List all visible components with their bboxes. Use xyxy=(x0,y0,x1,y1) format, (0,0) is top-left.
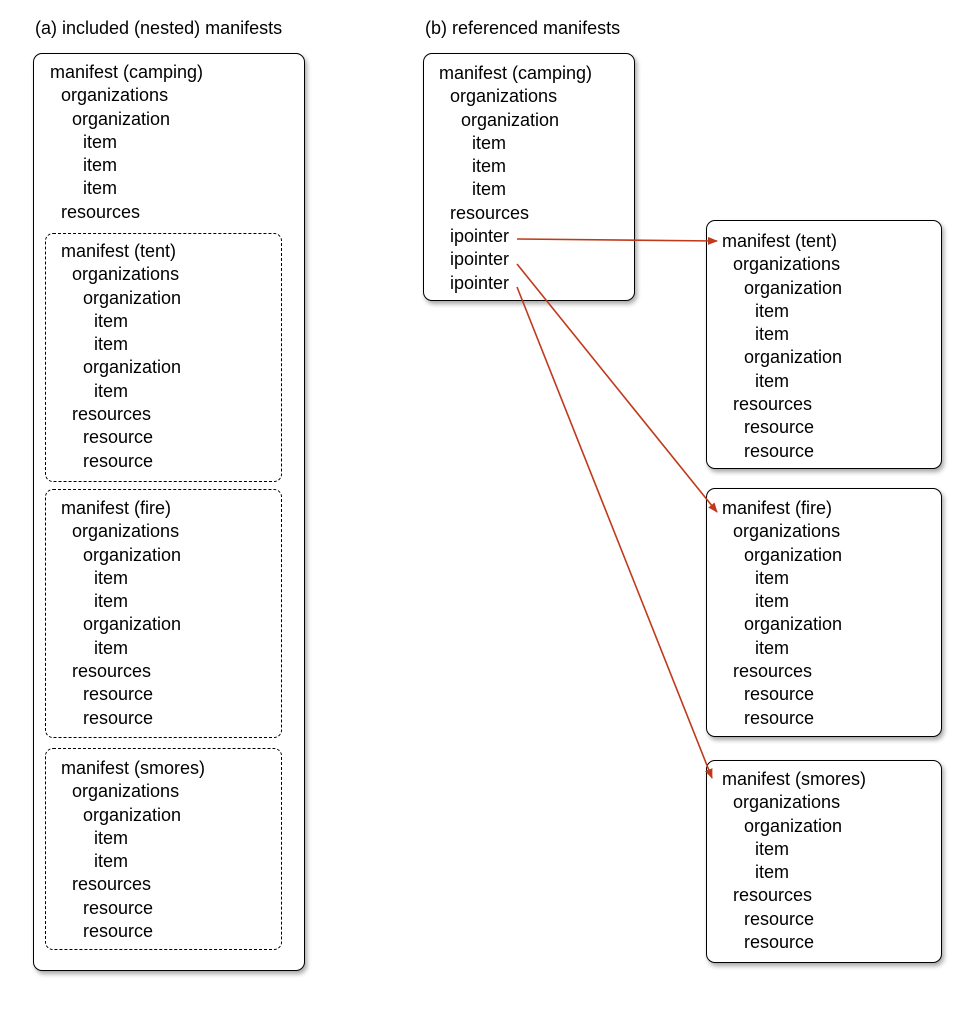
item-label: item xyxy=(94,827,129,848)
resource-label: resource xyxy=(83,921,154,942)
organizations-label: organizations xyxy=(733,521,841,542)
item-label: item xyxy=(94,310,129,331)
title-referenced-manifests: (b) referenced manifests xyxy=(425,18,621,38)
organization-label: organization xyxy=(744,347,843,368)
item-label: item xyxy=(83,131,118,152)
ipointer-label: ipointer xyxy=(450,226,510,247)
referenced-camping-lines: manifest (camping) organizations organiz… xyxy=(439,62,592,295)
manifest-tent-label: manifest (tent) xyxy=(722,231,838,251)
organization-label: organization xyxy=(744,614,843,635)
organizations-label: organizations xyxy=(61,85,169,106)
nested-outer-manifest-box xyxy=(33,53,305,971)
resources-label: resources xyxy=(450,202,530,223)
title-nested-manifests: (a) included (nested) manifests xyxy=(35,18,283,38)
referenced-camping-manifest-box xyxy=(423,53,635,301)
referenced-fire-lines: manifest (fire) organizations organizati… xyxy=(722,497,842,730)
item-label: item xyxy=(755,862,790,883)
item-label: item xyxy=(755,567,790,588)
resource-label: resource xyxy=(83,450,154,471)
manifest-smores-label: manifest (smores) xyxy=(61,758,206,778)
item-label: item xyxy=(472,179,507,200)
organization-label: organization xyxy=(83,614,182,635)
item-label: item xyxy=(472,156,507,177)
manifest-tent-label: manifest (tent) xyxy=(61,241,177,261)
item-label: item xyxy=(755,324,790,345)
manifest-camping-label: manifest (camping) xyxy=(50,62,204,82)
nested-camping-lines: manifest (camping) organizations organiz… xyxy=(50,61,203,224)
organization-label: organization xyxy=(83,804,182,825)
organization-label: organization xyxy=(744,815,843,836)
resource-label: resource xyxy=(744,684,815,705)
organization-label: organization xyxy=(744,277,843,298)
resource-label: resource xyxy=(744,417,815,438)
referenced-smores-lines: manifest (smores) organizations organiza… xyxy=(722,768,866,954)
resources-label: resources xyxy=(733,394,813,415)
manifest-camping-label: manifest (camping) xyxy=(439,63,593,83)
referenced-tent-lines: manifest (tent) organizations organizati… xyxy=(722,230,842,463)
organization-label: organization xyxy=(461,109,560,130)
organization-label: organization xyxy=(83,287,182,308)
item-label: item xyxy=(94,380,129,401)
item-label: item xyxy=(755,637,790,658)
nested-smores-manifest-box xyxy=(45,748,282,950)
arrow-ipointer-to-fire xyxy=(516,263,718,513)
item-label: item xyxy=(94,567,129,588)
resource-label: resource xyxy=(83,897,154,918)
resource-label: resource xyxy=(744,707,815,728)
resources-label: resources xyxy=(72,404,152,425)
resources-label: resources xyxy=(72,874,152,895)
resource-label: resource xyxy=(83,427,154,448)
resources-label: resources xyxy=(733,885,813,906)
ipointer-label: ipointer xyxy=(450,249,510,270)
resources-label: resources xyxy=(72,661,152,682)
organizations-label: organizations xyxy=(72,521,180,542)
organization-label: organization xyxy=(83,357,182,378)
manifest-fire-label: manifest (fire) xyxy=(722,498,833,518)
nested-tent-lines: manifest (tent) organizations organizati… xyxy=(61,240,181,473)
organizations-label: organizations xyxy=(733,254,841,275)
resource-label: resource xyxy=(83,684,154,705)
item-label: item xyxy=(94,591,129,612)
nested-smores-lines: manifest (smores) organizations organiza… xyxy=(61,757,205,943)
item-label: item xyxy=(755,300,790,321)
nested-fire-manifest-box xyxy=(45,489,282,738)
item-label: item xyxy=(83,155,118,176)
item-label: item xyxy=(472,132,507,153)
organizations-label: organizations xyxy=(733,792,841,813)
item-label: item xyxy=(94,851,129,872)
item-label: item xyxy=(755,370,790,391)
resources-label: resources xyxy=(733,661,813,682)
organization-label: organization xyxy=(83,544,182,565)
organizations-label: organizations xyxy=(72,781,180,802)
organization-label: organization xyxy=(72,108,171,129)
item-label: item xyxy=(94,637,129,658)
item-label: item xyxy=(94,334,129,355)
organizations-label: organizations xyxy=(450,86,558,107)
manifest-fire-label: manifest (fire) xyxy=(61,498,172,518)
item-label: item xyxy=(755,591,790,612)
referenced-tent-manifest-box xyxy=(706,220,942,469)
referenced-fire-manifest-box xyxy=(706,488,942,737)
resource-label: resource xyxy=(744,440,815,461)
nested-tent-manifest-box xyxy=(45,233,282,482)
nested-fire-lines: manifest (fire) organizations organizati… xyxy=(61,497,181,730)
resource-label: resource xyxy=(83,707,154,728)
resource-label: resource xyxy=(744,932,815,953)
organizations-label: organizations xyxy=(72,264,180,285)
resources-label: resources xyxy=(61,201,141,222)
item-label: item xyxy=(755,838,790,859)
ipointer-label: ipointer xyxy=(450,272,510,293)
organization-label: organization xyxy=(744,544,843,565)
resource-label: resource xyxy=(744,908,815,929)
item-label: item xyxy=(83,178,118,199)
manifest-smores-label: manifest (smores) xyxy=(722,769,867,789)
referenced-smores-manifest-box xyxy=(706,760,942,963)
arrow-ipointer-to-smores xyxy=(516,286,713,779)
